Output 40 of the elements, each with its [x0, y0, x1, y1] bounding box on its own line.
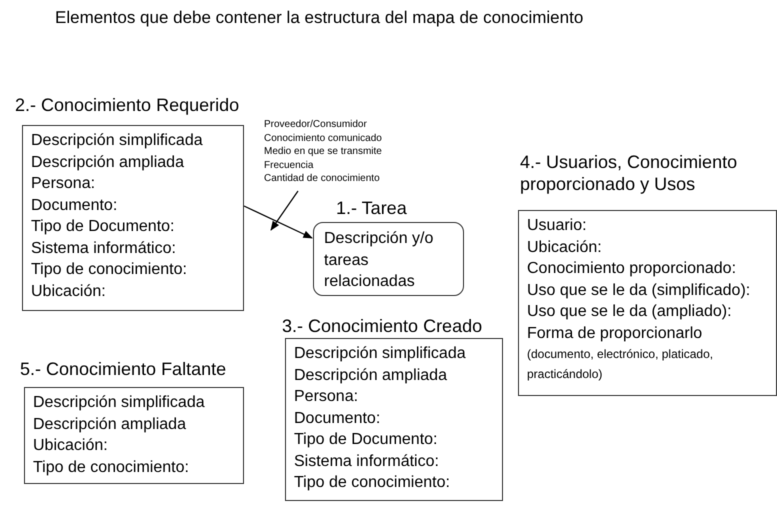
note-text: Cantidad de conocimiento	[264, 172, 381, 186]
field-label: Persona:	[31, 174, 96, 194]
note-text: Proveedor/Consumidor	[264, 118, 368, 132]
note-text: Medio en que se transmite	[264, 145, 382, 158]
section-heading: 3.- Conocimiento Creado	[282, 315, 482, 337]
note-text: Frecuencia	[264, 158, 314, 172]
leader-arrow	[270, 190, 298, 231]
arrow	[244, 205, 313, 239]
field-label: Documento:	[31, 196, 118, 216]
field-label: Ubicación:	[33, 436, 109, 456]
section-heading: 5.- Conocimiento Faltante	[20, 358, 226, 380]
section-heading: 1.- Tarea	[336, 197, 407, 219]
field-label: Descripción simplificada	[294, 344, 467, 364]
field-label: Forma de proporcionarlo	[527, 324, 704, 344]
field-label: Uso que se le da (simplificado):	[527, 280, 752, 300]
field-label: Tipo de Documento:	[31, 217, 176, 237]
section-heading: 2.- Conocimiento Requerido	[15, 94, 240, 116]
field-label: Sistema informático:	[294, 452, 440, 472]
field-label: (documento, electrónico, platicado, practicándolo)	[527, 346, 714, 383]
field-label: Conocimiento proporcionado:	[527, 259, 738, 279]
field-label: Descripción simplificada	[33, 393, 206, 413]
field-label: Uso que se le da (ampliado):	[527, 302, 733, 322]
field-label: Descripción simplificada	[31, 131, 204, 151]
field-label: Persona:	[294, 387, 360, 407]
field-label: Descripción ampliada	[33, 414, 187, 434]
section-heading: 4.- Usuarios, Conocimiento proporcionado y Usos	[520, 151, 738, 195]
field-label: Sistema informático:	[31, 238, 177, 258]
field-label: Descripción ampliada	[294, 366, 448, 386]
note-text: Conocimiento comunicado	[264, 132, 382, 145]
field-label: Tipo de Documento:	[294, 430, 438, 450]
field-label: Ubicación:	[31, 282, 107, 302]
field-label: Tipo de conocimiento:	[33, 458, 190, 478]
field-label: Documento:	[294, 408, 382, 428]
field-label: Tipo de conocimiento:	[294, 473, 451, 493]
field-label: Ubicación:	[527, 238, 603, 258]
field-label: Tipo de conocimiento:	[31, 260, 188, 280]
task-text: Descripción y/o tareas relacionadas	[324, 229, 434, 292]
page-title: Elementos que debe contener la estructura del mapa de conocimiento	[55, 8, 584, 28]
field-label: Descripción ampliada	[31, 152, 185, 172]
field-label: Usuario:	[527, 216, 588, 236]
